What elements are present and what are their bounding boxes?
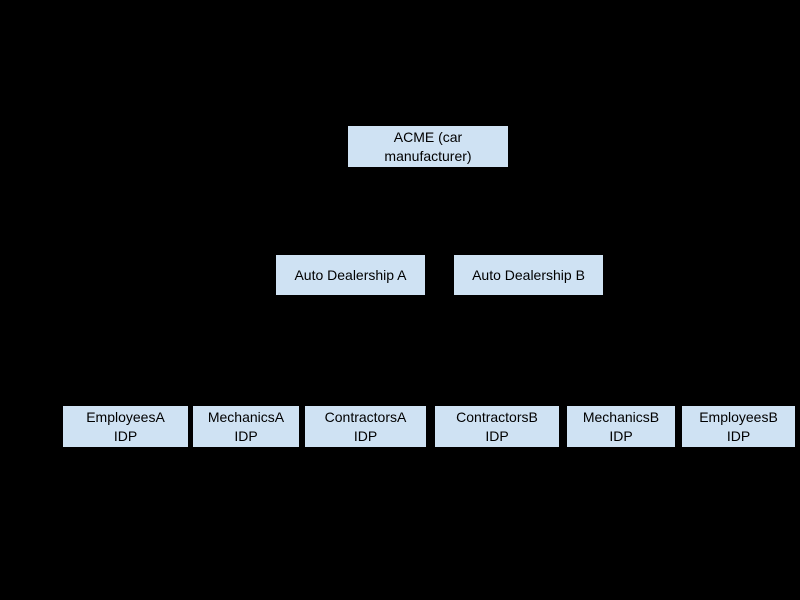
node-contractorsa-idp: ContractorsA IDP [305, 406, 426, 447]
node-label: Auto Dealership B [472, 266, 585, 283]
node-label-line: ContractorsB [456, 409, 538, 426]
node-mechanicsb-idp: MechanicsB IDP [567, 406, 675, 447]
node-mechanicsa-idp: MechanicsA IDP [193, 406, 299, 447]
node-label-line: IDP [113, 427, 138, 444]
node-employeesb-idp: EmployeesB IDP [682, 406, 795, 447]
node-auto-dealership-b: Auto Dealership B [454, 255, 603, 295]
node-label: Auto Dealership A [294, 266, 407, 283]
node-label-line: EmployeesA [86, 409, 165, 426]
node-label-line: MechanicsA [207, 409, 285, 426]
node-acme-car-manufacturer: ACME (car manufacturer) [348, 126, 508, 167]
node-label-line: ContractorsA [324, 409, 407, 426]
node-label-line: IDP [485, 427, 509, 444]
node-label-line: IDP [609, 427, 633, 444]
node-label-line: ACME (car [393, 129, 463, 146]
node-label-line: IDP [234, 427, 258, 444]
node-label-line: IDP [726, 427, 751, 444]
node-auto-dealership-a: Auto Dealership A [276, 255, 425, 295]
node-label-line: EmployeesB [699, 409, 778, 426]
node-label-line: MechanicsB [582, 409, 660, 426]
node-label-line: IDP [353, 427, 378, 444]
node-employeesa-idp: EmployeesA IDP [63, 406, 188, 447]
node-contractorsb-idp: ContractorsB IDP [435, 406, 559, 447]
node-label-line: manufacturer) [384, 147, 472, 164]
